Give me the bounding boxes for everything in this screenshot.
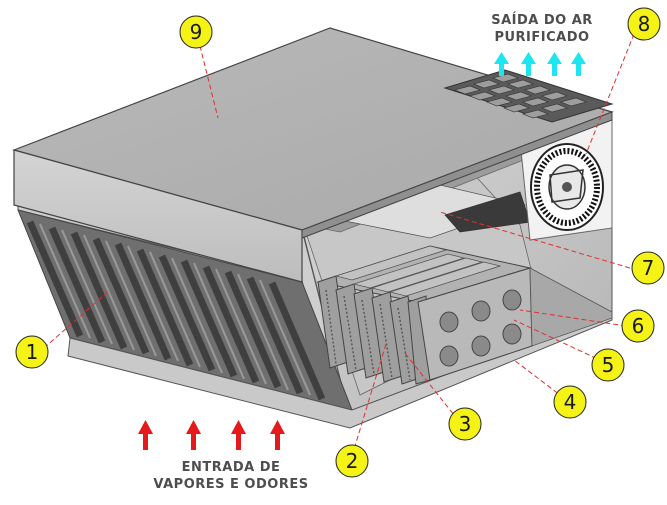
svg-text:9: 9 xyxy=(190,20,203,44)
outlet-arrow xyxy=(571,52,586,76)
callout-8: 8 xyxy=(627,7,661,41)
svg-text:5: 5 xyxy=(602,353,615,377)
inlet-arrow xyxy=(138,420,153,450)
callout-7: 7 xyxy=(631,251,665,285)
svg-text:1: 1 xyxy=(26,340,39,364)
inlet-caption-line2: VAPORES E ODORES xyxy=(153,477,309,492)
outlet-arrows xyxy=(494,52,586,76)
svg-text:4: 4 xyxy=(564,390,577,414)
outlet-caption-line1: SAÍDA DO AR xyxy=(491,13,593,28)
callout-3: 3 xyxy=(448,407,482,441)
outlet-arrow xyxy=(521,52,536,76)
callout-6: 6 xyxy=(621,309,655,343)
inlet-caption-line1: ENTRADA DE xyxy=(181,460,281,475)
outlet-vent xyxy=(443,69,614,123)
inlet-caption: ENTRADA DE VAPORES E ODORES xyxy=(146,459,316,493)
outlet-arrow xyxy=(494,52,509,76)
callout-badges: 1 2 3 4 5 6 7 8 9 xyxy=(15,7,665,478)
svg-text:2: 2 xyxy=(346,449,359,473)
callout-1: 1 xyxy=(15,335,49,369)
leader-lines xyxy=(43,33,635,457)
outlet-arrow xyxy=(547,52,562,76)
inlet-arrows xyxy=(138,420,285,450)
outlet-caption: SAÍDA DO AR PURIFICADO xyxy=(472,12,612,46)
grease-filter-panel xyxy=(17,209,353,411)
callout-2: 2 xyxy=(335,444,369,478)
callout-9: 9 xyxy=(179,15,213,49)
inlet-arrow xyxy=(186,420,201,450)
bottom-rim xyxy=(67,311,613,429)
filter-stack xyxy=(316,245,613,385)
inlet-arrow xyxy=(270,420,285,450)
callout-4: 4 xyxy=(553,385,587,419)
outlet-caption-line2: PURIFICADO xyxy=(494,30,590,45)
hood-top xyxy=(12,27,614,283)
svg-text:3: 3 xyxy=(459,412,472,436)
svg-text:6: 6 xyxy=(632,314,645,338)
svg-text:8: 8 xyxy=(638,12,651,36)
inlet-arrow xyxy=(231,420,246,450)
exhaust-fan xyxy=(519,111,613,241)
svg-text:7: 7 xyxy=(642,256,655,280)
callout-5: 5 xyxy=(591,348,625,382)
